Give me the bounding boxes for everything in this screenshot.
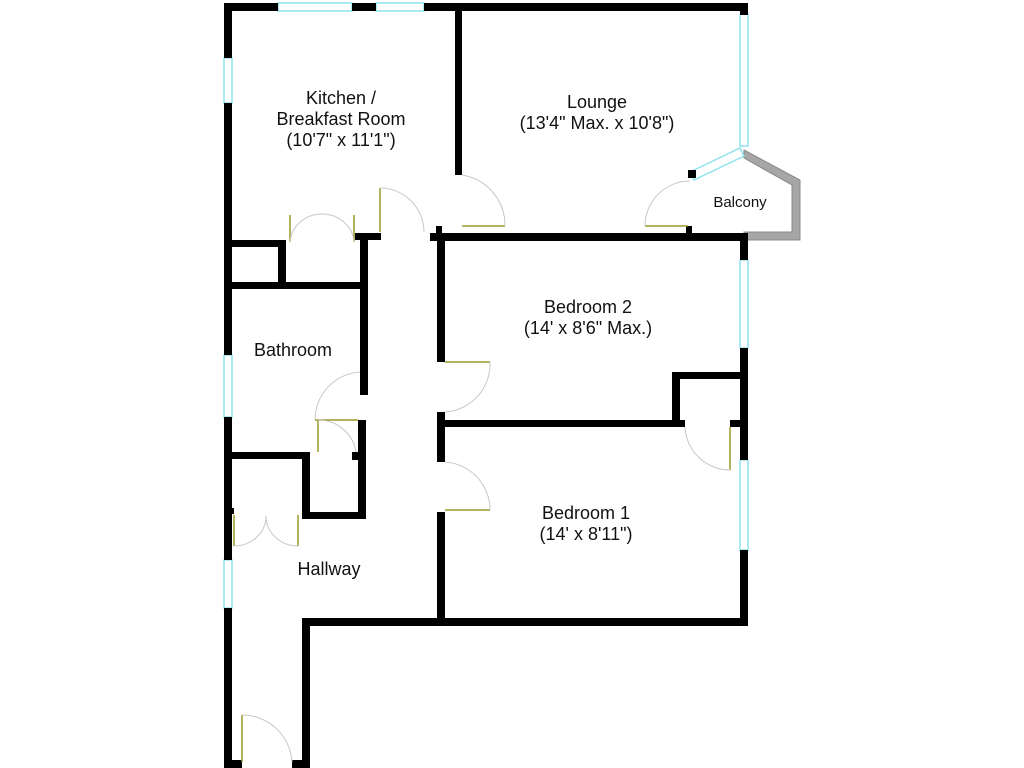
window-hallway	[223, 559, 233, 609]
room-name: Balcony	[713, 194, 767, 211]
room-label-kitchen: Kitchen / Breakfast Room (10'7" x 11'1")	[276, 88, 405, 151]
room-name: Bedroom 1	[541, 503, 631, 523]
window-kitchen-top-1	[277, 2, 353, 12]
walls	[224, 3, 748, 768]
window-kitchen-left	[223, 57, 233, 104]
room-name: Bathroom	[253, 340, 333, 360]
room-dimensions: (10'7" x 11'1")	[286, 130, 396, 150]
window-bedroom1	[739, 459, 749, 551]
room-label-balcony: Balcony	[713, 192, 766, 213]
room-label-hallway: Hallway	[297, 559, 360, 580]
room-name-line2: Breakfast Room	[276, 109, 406, 129]
room-label-bedroom-1: Bedroom 1 (14' x 8'11")	[540, 503, 633, 545]
doors	[233, 174, 731, 763]
balcony-wall	[743, 149, 801, 241]
window-bedroom2	[739, 259, 749, 349]
window-bathroom	[223, 354, 233, 418]
window-kitchen-top-2	[375, 2, 425, 12]
room-name: Kitchen /	[305, 88, 377, 108]
room-label-bedroom-2: Bedroom 2 (14' x 8'6" Max.)	[524, 297, 652, 339]
room-dimensions: (14' x 8'6" Max.)	[523, 318, 653, 338]
window-balcony	[688, 147, 746, 181]
room-name: Bedroom 2	[543, 297, 633, 317]
room-label-lounge: Lounge (13'4" Max. x 10'8")	[520, 92, 675, 134]
room-label-bathroom: Bathroom	[254, 340, 332, 361]
window-lounge-right	[739, 13, 749, 147]
room-name: Hallway	[297, 559, 361, 579]
room-name: Lounge	[566, 92, 628, 112]
room-dimensions: (13'4" Max. x 10'8")	[519, 113, 675, 133]
room-dimensions: (14' x 8'11")	[539, 524, 633, 544]
